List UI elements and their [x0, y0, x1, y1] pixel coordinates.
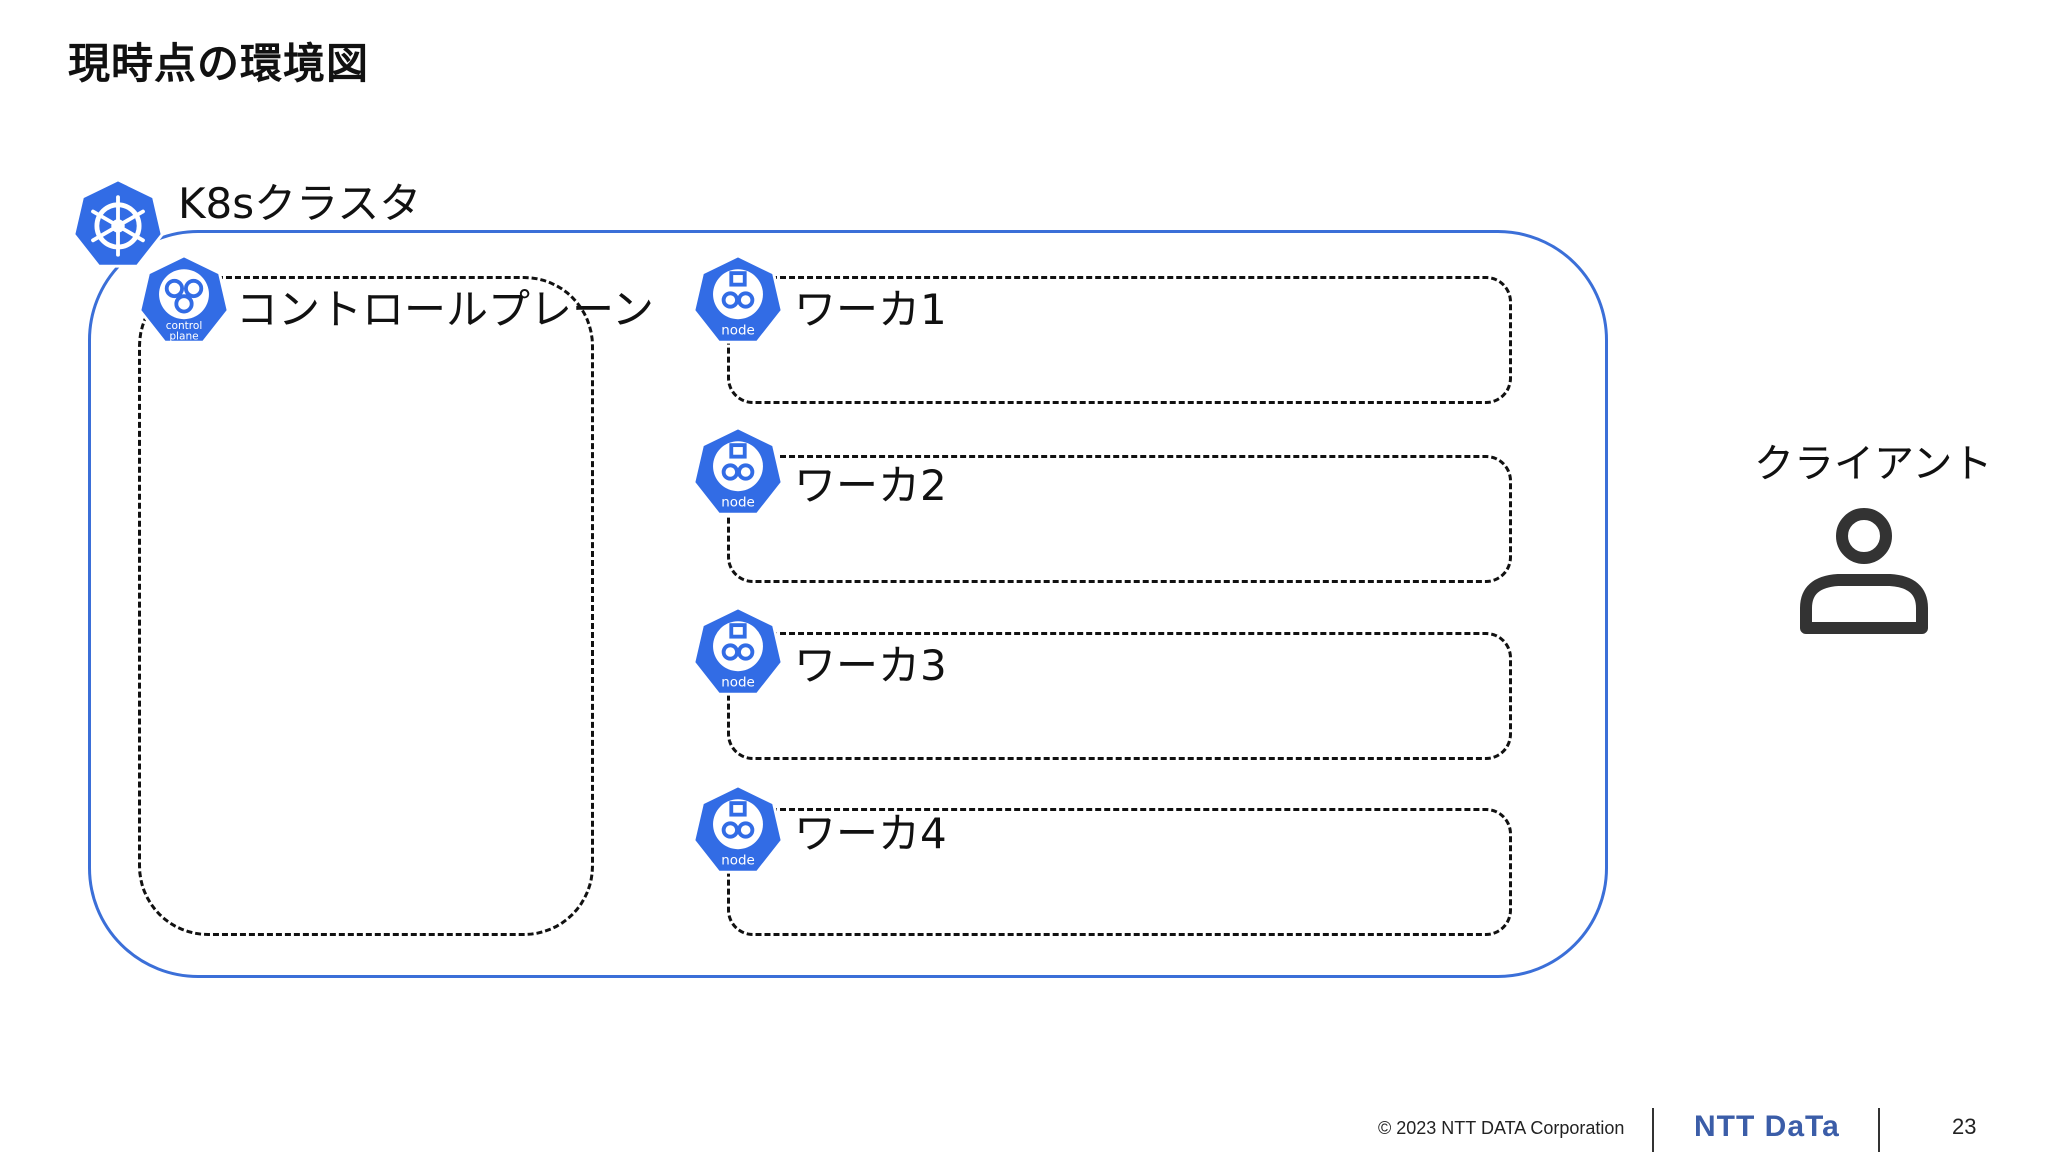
- footer-divider: [1878, 1108, 1880, 1152]
- worker-label-3: ワーカ3: [794, 641, 947, 690]
- page-number: 23: [1952, 1114, 1977, 1139]
- control-plane-icon-text-1: control: [166, 320, 203, 332]
- control-plane-icon-text-2: plane: [169, 330, 198, 342]
- worker-label-1: ワーカ1: [794, 285, 947, 334]
- user-icon: [1800, 508, 1928, 634]
- node-icon: node: [692, 254, 784, 344]
- cluster-boundary: [88, 230, 1608, 978]
- kubernetes-helm-icon: [72, 178, 164, 268]
- worker-label-2: ワーカ2: [794, 461, 947, 510]
- control-plane-box: [138, 276, 594, 936]
- node-icon-text: node: [721, 676, 755, 691]
- worker-label-4: ワーカ4: [794, 809, 947, 858]
- footer-divider: [1652, 1108, 1654, 1152]
- node-icon-text: node: [721, 496, 755, 511]
- footer-brand-logo: NTT DaTa: [1694, 1110, 1840, 1143]
- node-icon-text: node: [721, 854, 755, 869]
- node-icon: node: [692, 606, 784, 696]
- cluster-label: K8sクラスタ: [178, 179, 422, 228]
- node-icon: node: [692, 784, 784, 874]
- node-icon-text: node: [721, 324, 755, 339]
- worker-box-3: [727, 632, 1512, 760]
- client-label: クライアント: [1754, 441, 1993, 487]
- footer-copyright: © 2023 NTT DATA Corporation: [1378, 1118, 1625, 1138]
- control-plane-icon: control plane: [138, 254, 230, 344]
- worker-box-2: [727, 455, 1512, 583]
- control-plane-label: コントロールプレーン: [236, 285, 654, 334]
- slide-title: 現時点の環境図: [68, 39, 370, 88]
- node-icon: node: [692, 426, 784, 516]
